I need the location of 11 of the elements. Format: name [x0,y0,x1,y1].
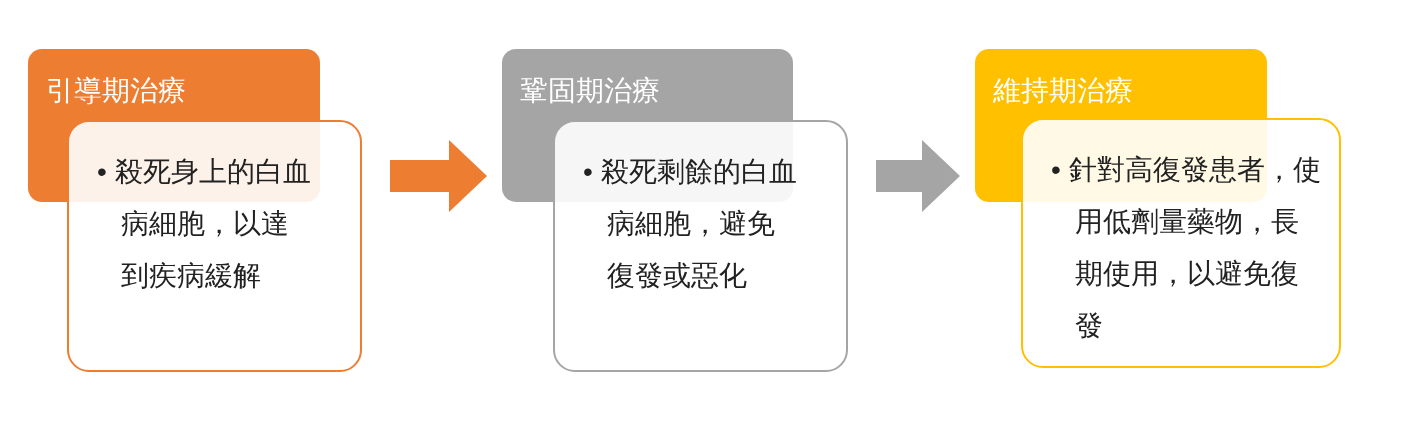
bullet-text: • 殺死剩餘的白血病細胞，避免復發或惡化 [583,155,797,293]
stage-title: 引導期治療 [46,74,186,108]
description-card [67,120,362,372]
stage-title: 鞏固期治療 [520,74,660,108]
bullet-text: • 殺死身上的白血病細胞，以達到疾病緩解 [97,155,311,293]
description-card [1021,118,1341,368]
block-arrow [390,140,487,212]
bullet-text: • 針對高復發患者，使用低劑量藥物，長期使用，以避免復發 [1051,153,1322,343]
stage-title: 維持期治療 [993,74,1133,108]
block-arrow [876,140,960,212]
description-card [553,120,848,372]
